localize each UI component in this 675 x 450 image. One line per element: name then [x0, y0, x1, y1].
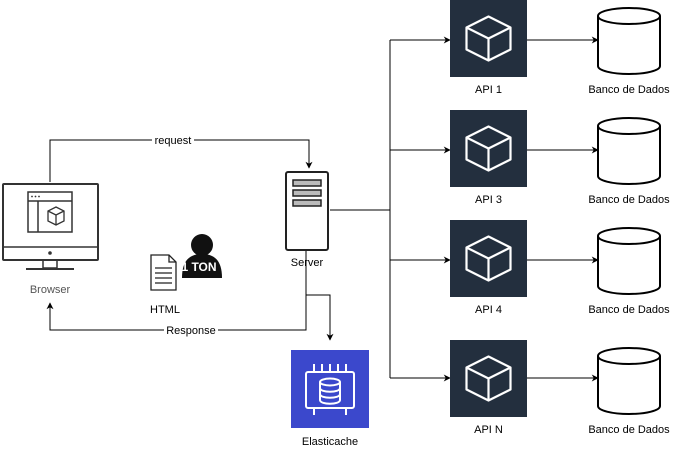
- database-node-4[interactable]: Banco de Dados: [588, 347, 670, 436]
- api-cube-icon: [450, 110, 527, 187]
- database-label-1: Banco de Dados: [588, 84, 670, 96]
- database-label-3: Banco de Dados: [588, 304, 670, 316]
- elasticache-label: Elasticache: [302, 436, 358, 448]
- browser-label: Browser: [30, 284, 71, 296]
- server-tower-icon: [285, 171, 329, 251]
- api-node-4[interactable]: API N: [450, 340, 527, 436]
- response-label: Response: [166, 325, 216, 337]
- database-label-2: Banco de Dados: [588, 194, 670, 206]
- database-cylinder-icon: [597, 227, 661, 295]
- elasticache-chip-icon: [291, 350, 369, 428]
- request-label: request: [155, 135, 192, 147]
- database-cylinder-icon: [597, 7, 661, 75]
- api-node-3[interactable]: API 4: [450, 220, 527, 316]
- user-silhouette-icon: [182, 234, 222, 278]
- api-cube-icon: [450, 220, 527, 297]
- database-cylinder-icon: [597, 347, 661, 415]
- api-node-1[interactable]: API 1: [450, 0, 527, 96]
- browser-node[interactable]: Browser: [2, 183, 99, 296]
- browser-monitor-icon: [2, 183, 99, 270]
- response-connector[interactable]: [46, 250, 307, 331]
- database-node-2[interactable]: Banco de Dados: [588, 117, 670, 206]
- api-cube-icon: [450, 340, 527, 417]
- connectors: [46, 36, 599, 382]
- cache-connector[interactable]: [305, 250, 334, 341]
- database-label-4: Banco de Dados: [588, 424, 670, 436]
- database-node-1[interactable]: Banco de Dados: [588, 7, 670, 96]
- api-label-4: API N: [474, 424, 503, 436]
- html-node[interactable]: HTML: [150, 254, 180, 316]
- html-label: HTML: [150, 304, 180, 316]
- api-label-1: API 1: [475, 84, 502, 96]
- user-label: 1 TON: [181, 260, 216, 274]
- user-node[interactable]: 1 TON: [181, 234, 222, 278]
- server-node[interactable]: Server: [285, 171, 329, 269]
- edge-labels: request Response: [152, 133, 218, 337]
- api-label-3: API 4: [475, 304, 502, 316]
- server-label: Server: [291, 257, 324, 269]
- api-label-2: API 3: [475, 194, 502, 206]
- api-cube-icon: [450, 0, 527, 77]
- html-document-icon: [150, 254, 177, 291]
- database-node-3[interactable]: Banco de Dados: [588, 227, 670, 316]
- database-cylinder-icon: [597, 117, 661, 185]
- elasticache-node[interactable]: Elasticache: [291, 350, 369, 448]
- api-node-2[interactable]: API 3: [450, 110, 527, 206]
